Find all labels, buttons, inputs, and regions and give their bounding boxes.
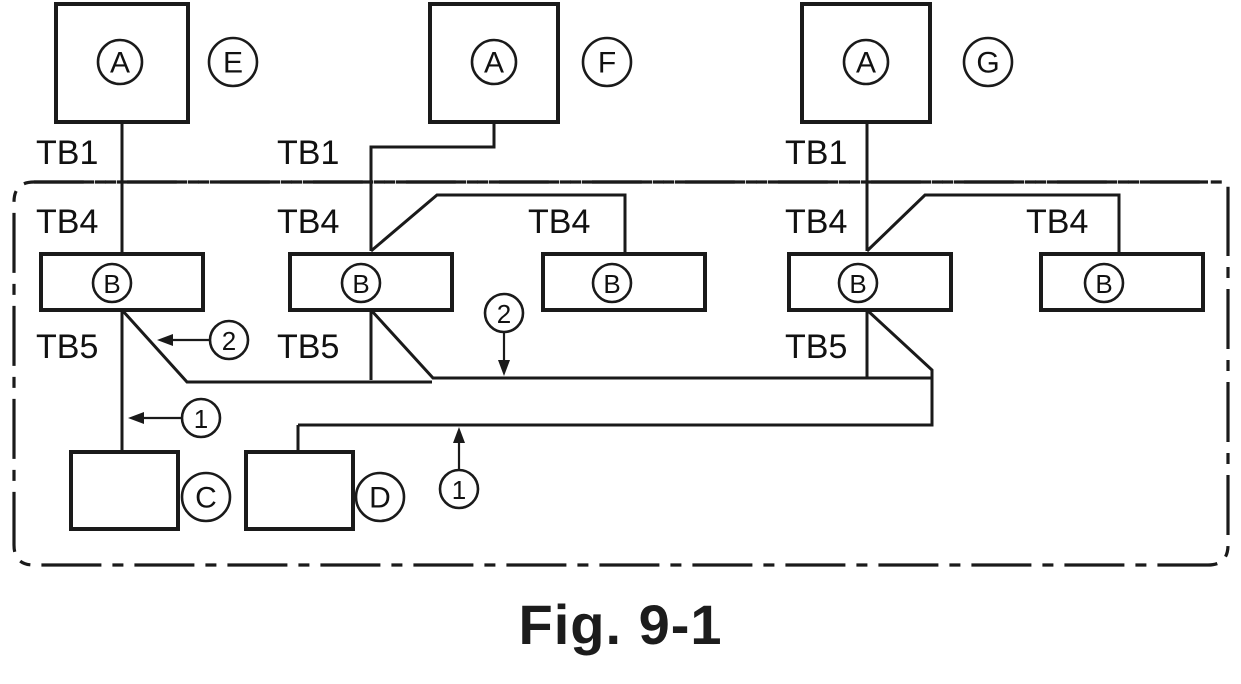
label-tb5-right: TB5: [785, 328, 847, 366]
wire-b-diagonal-middle: [369, 308, 932, 380]
unit-a-glyph-circle-left: [96, 38, 144, 86]
ref-circle-d: [354, 471, 406, 523]
callout-2-mid-number: 2: [497, 299, 511, 329]
unit-b-glyph-middle-right: B: [603, 269, 620, 299]
unit-b-glyph-left: B: [103, 269, 120, 299]
label-tb4-left: TB4: [36, 203, 98, 241]
ref-label-e: E: [223, 47, 243, 80]
unit-b-box-right-left: [787, 252, 953, 312]
unit-b-glyph-middle-left: B: [352, 269, 369, 299]
label-tb5-middle: TB5: [277, 328, 339, 366]
label-tb4-secondary-middle: TB4: [528, 203, 590, 241]
wire-a-to-b-middle: [369, 122, 496, 251]
unit-b-glyph-circle-left: [91, 262, 133, 304]
label-tb1-middle: TB1: [277, 134, 339, 172]
callout-1-left-number: 1: [194, 404, 208, 434]
unit-b-glyph-circle-right-left: [837, 262, 879, 304]
figure-caption: Fig. 9-1: [518, 593, 723, 656]
ref-label-g: G: [976, 47, 999, 80]
unit-a-glyph-middle: A: [484, 47, 504, 80]
label-tb5-left: TB5: [36, 328, 98, 366]
label-tb1-right: TB1: [785, 134, 847, 172]
callout-2-left-arrowhead: [157, 334, 173, 346]
wire-branch-to-tb4b-middle: [370, 193, 627, 254]
callout-1-mid-number: 1: [452, 475, 466, 505]
unit-b-glyph-circle-middle-right: [591, 262, 633, 304]
label-tb4-middle: TB4: [277, 203, 339, 241]
ref-label-c: C: [195, 482, 217, 515]
unit-b-box-middle-right: [541, 252, 707, 312]
unit-b-glyph-right-left: B: [849, 269, 866, 299]
unit-b-glyph-right-right: B: [1095, 269, 1112, 299]
unit-c-box: [69, 450, 180, 531]
ref-circle-g: [962, 36, 1014, 88]
ref-label-f: F: [598, 47, 616, 80]
unit-b-glyph-circle-right-right: [1083, 262, 1125, 304]
callout-2-mid-arrowhead: [498, 360, 510, 376]
unit-a-glyph-circle-middle: [470, 38, 518, 86]
label-tb4-right: TB4: [785, 203, 847, 241]
label-tb4-secondary-right: TB4: [1026, 203, 1088, 241]
unit-a-glyph-circle-right: [842, 38, 890, 86]
ref-circle-f: [581, 36, 633, 88]
wire-b-diagonal-right: [298, 308, 934, 427]
unit-a-box-right: [800, 2, 932, 124]
callout-2-left-number: 2: [222, 326, 236, 356]
wire-branch-to-tb4b-right: [865, 193, 1121, 254]
wire-b-diagonal-left: [120, 308, 432, 384]
label-tb1-left: TB1: [36, 134, 98, 172]
ref-label-d: D: [369, 482, 391, 515]
unit-a-glyph-right: A: [856, 47, 876, 80]
unit-a-glyph-left: A: [110, 47, 130, 80]
callout-1-left-arrowhead: [128, 412, 144, 424]
unit-b-box-middle-left: [288, 252, 454, 312]
unit-b-glyph-circle-middle-left: [340, 262, 382, 304]
callout-1-mid-arrowhead: [453, 427, 465, 443]
unit-b-box-left: [39, 252, 205, 312]
ref-circle-e: [207, 36, 259, 88]
unit-d-box: [244, 450, 355, 531]
ref-circle-c: [180, 471, 232, 523]
